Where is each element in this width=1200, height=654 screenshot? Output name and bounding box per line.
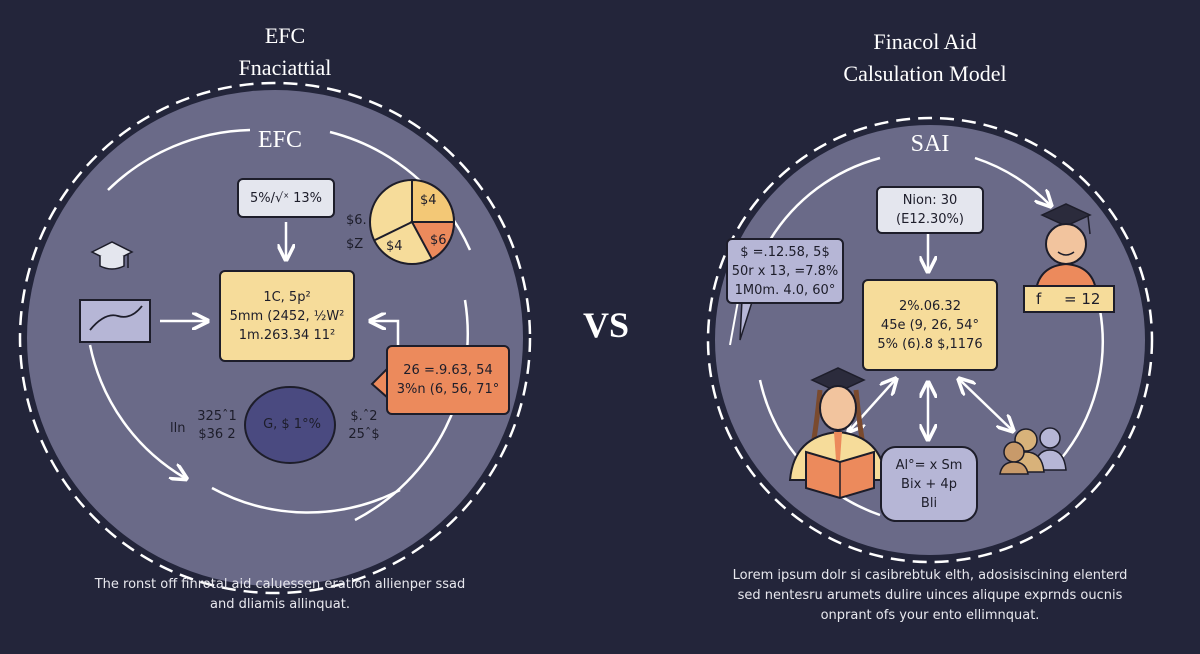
left-orange-line-2: 3%n (6, 56, 71° bbox=[396, 382, 500, 397]
left-caption-line-2: and dliamis allinquat. bbox=[210, 597, 350, 612]
bottom-right-value-1: $.ˆ2 bbox=[350, 409, 378, 424]
right-title-line1: Finacol Aid bbox=[873, 29, 977, 54]
person-sign-symbol: f bbox=[1036, 290, 1042, 308]
graduation-cap-icon bbox=[90, 241, 134, 270]
right-caption-line-1: Lorem ipsum dolr si casibrebtuk elth, ad… bbox=[732, 568, 1128, 583]
right-bottom-line-3: Bli bbox=[920, 495, 938, 511]
right-bottom-line-2: Bix + 4p bbox=[901, 476, 957, 492]
bottom-right-values: $.ˆ2 25ˆ$ bbox=[344, 408, 384, 444]
left-main-line-2: 5mm (2452, ½W² bbox=[229, 308, 345, 324]
person-sign-value: = 12 bbox=[1064, 290, 1101, 308]
left-main-line-3: 1m.263.34 11² bbox=[238, 327, 336, 343]
pie-side-label-2: $Z bbox=[346, 237, 364, 252]
bottom-left-value-1: 325ˆ1 bbox=[197, 409, 237, 424]
right-main-line-2: 45e (9, 26, 54° bbox=[880, 317, 980, 333]
right-title: Finacol Aid Calsulation Model bbox=[790, 28, 1060, 88]
student-icon bbox=[788, 367, 888, 500]
pie-chart-icon bbox=[369, 178, 456, 265]
right-caption-line-3: onprant ofs your ento ellimnquat. bbox=[820, 608, 1040, 623]
right-main-line-1: 2%.06.32 bbox=[899, 298, 961, 314]
right-main-box: 2%.06.32 45e (9, 26, 54° 5% (6).8 $,1176 bbox=[862, 279, 998, 371]
right-caption: Lorem ipsum dolr si casibrebtuk elth, ad… bbox=[690, 566, 1170, 626]
right-left-note: $ =.12.58, 5$ 50r x 13, =7.8% 1M0m. 4.0,… bbox=[726, 238, 844, 304]
left-title-line1: EFC bbox=[264, 23, 306, 48]
bottom-left-value-2: $36 2 bbox=[198, 427, 236, 442]
person-sign-illustration bbox=[1023, 203, 1115, 313]
left-circle-label: EFC bbox=[257, 127, 302, 153]
right-note-line-3: 1M0m. 4.0, 60° bbox=[734, 282, 836, 298]
pie-label-2: $4 bbox=[386, 239, 403, 254]
pie-label-3: $6 bbox=[430, 233, 447, 248]
left-caption-line-1: The ronst off finrotal aid caluessen era… bbox=[94, 577, 466, 592]
left-caption: The ronst off finrotal aid caluessen era… bbox=[60, 575, 500, 615]
bottom-right-value-2: 25ˆ$ bbox=[348, 427, 380, 442]
left-title: EFC Fnaciattial bbox=[180, 22, 390, 82]
right-note-line-1: $ =.12.58, 5$ bbox=[740, 244, 830, 260]
vs-label: VS bbox=[582, 305, 630, 345]
pie-side-label-1: $6. bbox=[346, 213, 367, 228]
right-caption-line-2: sed nentesru arumets dulire uinces aliqu… bbox=[737, 588, 1123, 603]
bottom-left-prefix: lln bbox=[170, 421, 186, 436]
right-title-line2: Calsulation Model bbox=[843, 61, 1007, 86]
left-orange-box: 26 =.9.63, 54 3%n (6, 56, 71° bbox=[386, 345, 510, 415]
right-bottom-line-1: Al°= x Sm bbox=[895, 457, 963, 473]
oval-text: G, $ 1°% bbox=[263, 417, 321, 432]
left-title-line2: Fnaciattial bbox=[238, 55, 332, 80]
right-main-line-3: 5% (6).8 $,1176 bbox=[877, 336, 983, 352]
bottom-left-values: 325ˆ1 $36 2 bbox=[192, 408, 242, 444]
right-top-line-2: (E12.30%) bbox=[896, 212, 964, 227]
oval-value bbox=[244, 386, 336, 464]
right-bottom-box: Al°= x Sm Bix + 4p Bli bbox=[880, 446, 978, 522]
pie-label-1: $4 bbox=[420, 193, 437, 208]
formula-box-text: 5%/√ˣ 13% bbox=[249, 190, 323, 206]
left-main-line-1: 1C, 5p² bbox=[263, 289, 311, 305]
formula-box: 5%/√ˣ 13% bbox=[237, 178, 335, 218]
left-orange-line-1: 26 =.9.63, 54 bbox=[403, 363, 493, 378]
people-group-icon bbox=[999, 427, 1067, 475]
right-top-box: Nion: 30 (E12.30%) bbox=[876, 186, 984, 234]
right-note-line-2: 50r x 13, =7.8% bbox=[731, 263, 839, 279]
right-top-line-1: Nion: 30 bbox=[902, 193, 958, 208]
right-circle-label: SAI bbox=[910, 131, 950, 157]
trend-chart-icon bbox=[79, 299, 151, 343]
left-main-box: 1C, 5p² 5mm (2452, ½W² 1m.263.34 11² bbox=[219, 270, 355, 362]
